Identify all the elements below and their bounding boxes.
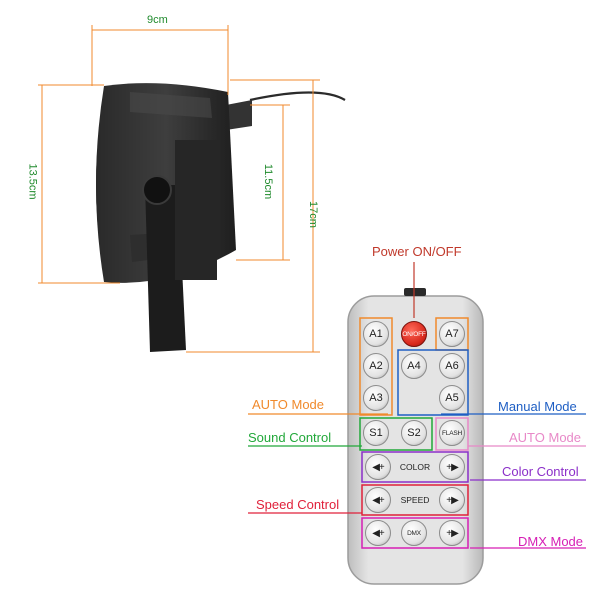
callout-auto-mode: AUTO Mode <box>252 397 325 412</box>
button-s2[interactable]: S2 <box>401 420 427 446</box>
button-a2-label: A2 <box>369 360 383 372</box>
color-minus-button[interactable]: ◀+ <box>365 454 391 480</box>
button-a7-label: A7 <box>445 328 459 340</box>
button-s1-label: S1 <box>369 427 383 439</box>
callout-lines <box>248 262 586 549</box>
plus-arrow-right-icon: +▶ <box>446 527 458 539</box>
dimension-height-body: 11.5cm <box>262 163 275 200</box>
button-a1[interactable]: A1 <box>363 321 389 347</box>
button-a3[interactable]: A3 <box>363 385 389 411</box>
arrow-left-plus-icon: ◀+ <box>372 527 384 539</box>
dmx-button[interactable]: DMX <box>401 520 427 546</box>
speed-button[interactable]: SPEED <box>398 489 432 511</box>
callout-dmx-mode: DMX Mode <box>518 534 584 549</box>
button-a3-label: A3 <box>369 392 383 404</box>
button-a1-label: A1 <box>369 328 383 340</box>
par-light <box>96 83 346 352</box>
button-on-off-label: ON/OFF <box>402 330 426 338</box>
callout-color-control: Color Control <box>502 464 579 479</box>
button-a6[interactable]: A6 <box>439 353 465 379</box>
button-flash[interactable]: FLASH <box>439 420 465 446</box>
dmx-button-label: DMX <box>407 529 421 537</box>
button-a4[interactable]: A4 <box>401 353 427 379</box>
color-button[interactable]: COLOR <box>398 456 432 478</box>
speed-plus-button[interactable]: +▶ <box>439 487 465 513</box>
dmx-plus-button[interactable]: +▶ <box>439 520 465 546</box>
button-a2[interactable]: A2 <box>363 353 389 379</box>
plus-arrow-right-icon: +▶ <box>446 494 458 506</box>
color-plus-button[interactable]: +▶ <box>439 454 465 480</box>
dimension-height-outer: 13.5cm <box>26 163 39 200</box>
button-a5[interactable]: A5 <box>439 385 465 411</box>
dimension-height-total: 17cm <box>306 201 319 228</box>
callout-auto-mode-flash: AUTO Mode <box>509 430 582 445</box>
ir-emitter <box>404 288 426 296</box>
button-a5-label: A5 <box>445 392 459 404</box>
speed-minus-button[interactable]: ◀+ <box>365 487 391 513</box>
button-s1[interactable]: S1 <box>363 420 389 446</box>
callout-manual-mode: Manual Mode <box>498 399 577 414</box>
power-cable <box>249 91 346 102</box>
cable-gland <box>226 100 252 130</box>
button-group-boxes <box>359 317 469 549</box>
speed-button-label: SPEED <box>400 495 430 505</box>
dmx-minus-button[interactable]: ◀+ <box>365 520 391 546</box>
button-a6-label: A6 <box>445 360 459 372</box>
bracket-knob <box>142 175 172 205</box>
button-a4-label: A4 <box>407 360 421 372</box>
button-s2-label: S2 <box>407 427 421 439</box>
button-a7[interactable]: A7 <box>439 321 465 347</box>
color-button-label: COLOR <box>399 462 431 472</box>
callout-sound-control: Sound Control <box>248 430 332 445</box>
plus-arrow-right-icon: +▶ <box>446 461 458 473</box>
arrow-left-plus-icon: ◀+ <box>372 461 384 473</box>
callout-speed-control: Speed Control <box>256 497 340 512</box>
dimension-lines <box>38 25 320 353</box>
button-on-off[interactable]: ON/OFF <box>401 321 427 347</box>
callout-power: Power ON/OFF <box>372 244 462 259</box>
dimension-width: 9cm <box>147 14 168 26</box>
button-flash-label: FLASH <box>442 429 462 437</box>
arrow-left-plus-icon: ◀+ <box>372 494 384 506</box>
